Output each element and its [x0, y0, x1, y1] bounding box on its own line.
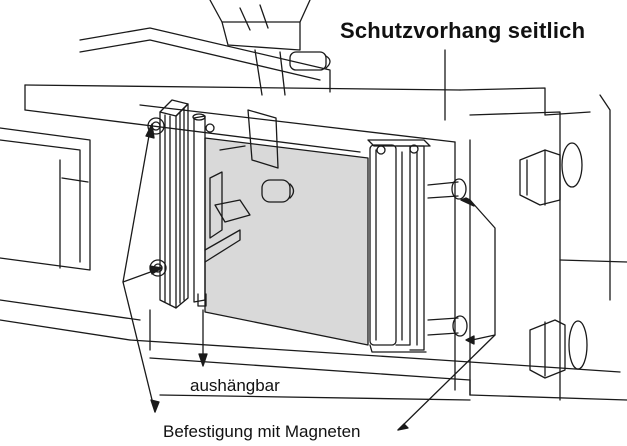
label-magnet-mount: Befestigung mit Magneten: [163, 422, 361, 441]
left-curtain-roller: [147, 99, 215, 309]
right-curtain-roller: [367, 139, 468, 353]
curtain-panel: [204, 137, 369, 346]
inner-mechanism: [204, 109, 295, 263]
right-housing: [469, 94, 627, 401]
label-detachable: aushängbar: [190, 376, 280, 395]
left-panel: [0, 127, 91, 271]
annotation-arrows: [122, 123, 496, 431]
upper-frame: [79, 0, 331, 96]
diagram-title: Schutzvorhang seitlich: [340, 18, 586, 43]
